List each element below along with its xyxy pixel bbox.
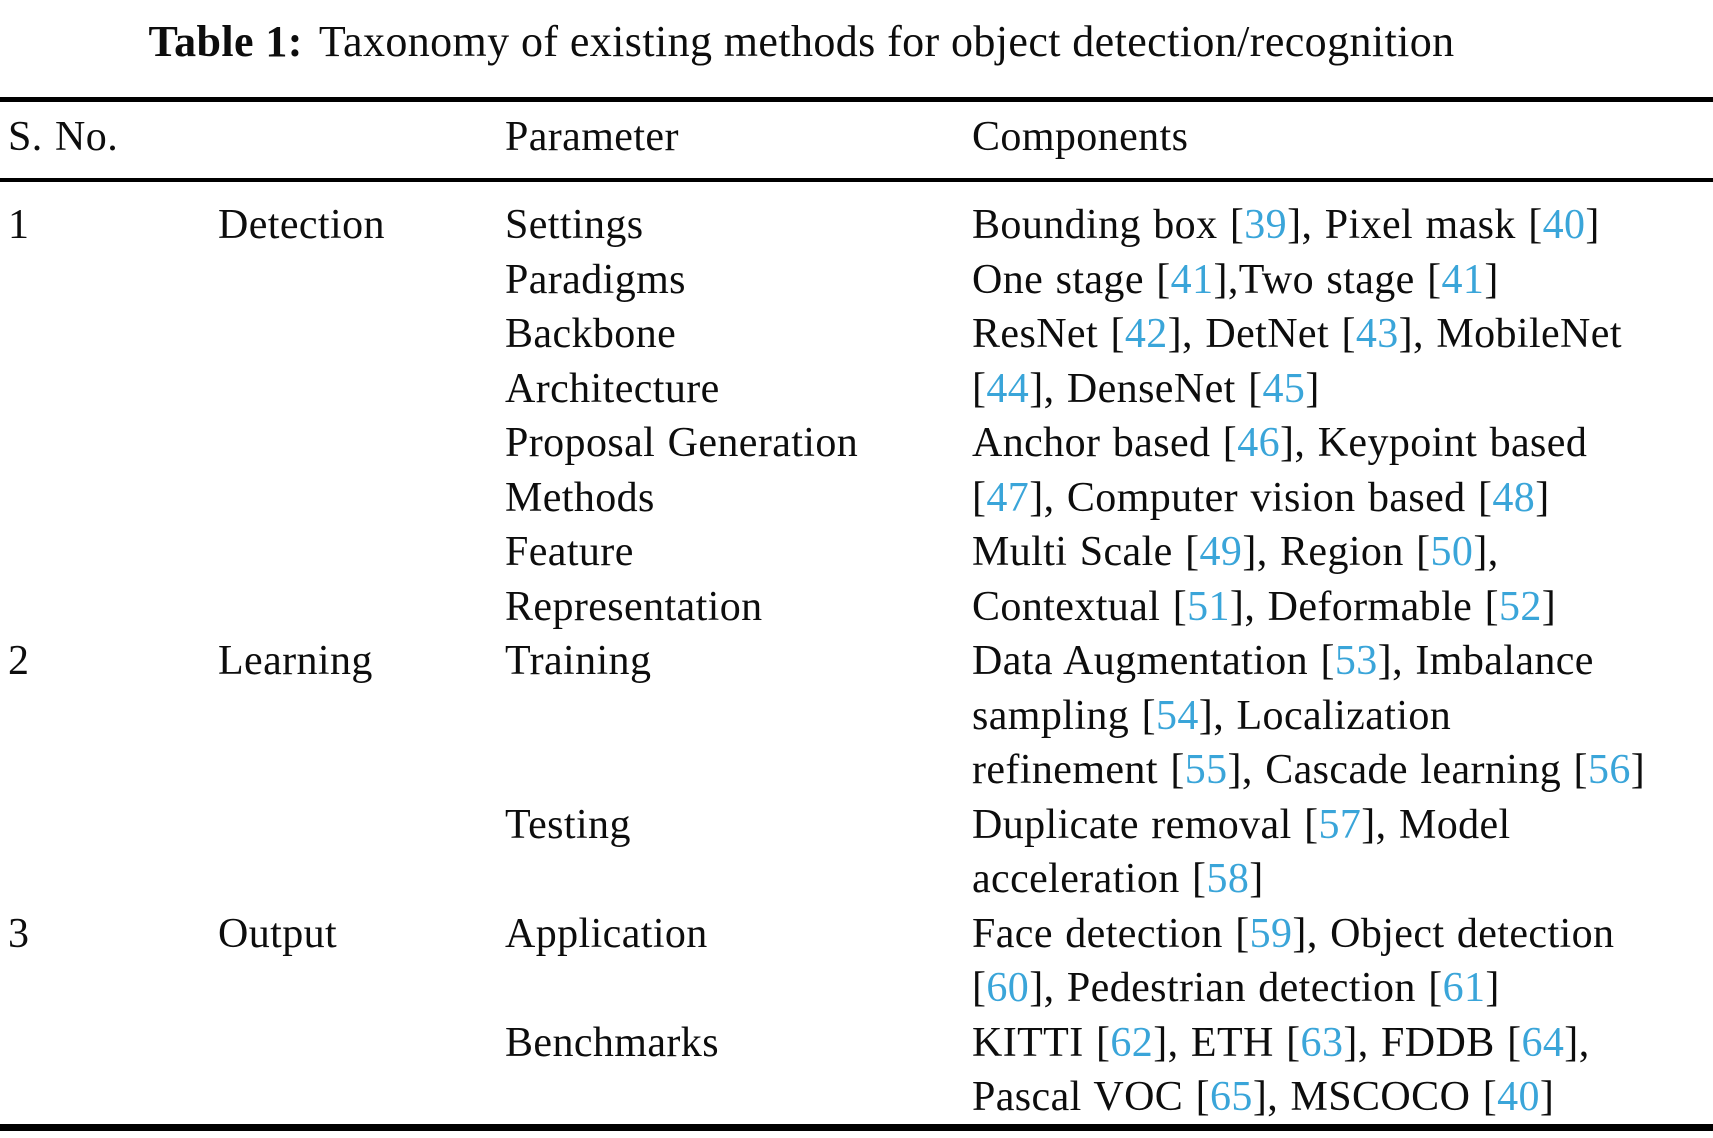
components-cell: [60], Pedestrian detection [61] — [972, 965, 1500, 1012]
components-cell: Duplicate removal [57], Model — [972, 801, 1511, 848]
table-row: [60], Pedestrian detection [61] — [8, 961, 1713, 1016]
citation-link[interactable]: 43 — [1355, 311, 1399, 358]
column-header-parameter: Parameter — [505, 114, 679, 161]
parameter-cell: Benchmarks — [505, 1019, 719, 1066]
citation-link[interactable]: 40 — [1542, 202, 1586, 249]
serial-cell: 2 — [8, 638, 30, 685]
table-caption-text: Taxonomy of existing methods for object … — [318, 17, 1455, 66]
top-rule — [0, 97, 1713, 102]
table-row: sampling [54], Localization — [8, 689, 1713, 744]
parameter-cell: Representation — [505, 583, 763, 630]
components-cell: ResNet [42], DetNet [43], MobileNet — [972, 311, 1622, 358]
citation-link[interactable]: 51 — [1187, 583, 1230, 630]
citation-link[interactable]: 46 — [1237, 420, 1280, 467]
parameter-cell: Testing — [505, 801, 631, 848]
parameter-cell: Feature — [505, 529, 634, 576]
parameter-cell: Paradigms — [505, 256, 686, 303]
components-cell: Face detection [59], Object detection — [972, 910, 1615, 957]
citation-link[interactable]: 39 — [1244, 202, 1288, 249]
header-rule — [0, 178, 1713, 182]
table-row: 2 Learning Training Data Augmentation [53],… — [8, 634, 1713, 689]
parameter-cell: Application — [505, 910, 708, 957]
table-body: 1 Detection Settings Bounding box [39], Pix… — [8, 198, 1713, 1125]
citation-link[interactable]: 45 — [1262, 365, 1306, 412]
components-cell: Anchor based [46], Keypoint based — [972, 420, 1588, 467]
citation-link[interactable]: 62 — [1110, 1019, 1154, 1066]
citation-link[interactable]: 42 — [1124, 311, 1168, 358]
citation-link[interactable]: 52 — [1498, 583, 1542, 630]
components-cell: KITTI [62], ETH [63], FDDB [64], — [972, 1019, 1590, 1066]
column-header-components: Components — [972, 114, 1189, 161]
parameter-cell: Training — [505, 638, 652, 685]
citation-link[interactable]: 55 — [1184, 747, 1228, 794]
table-row: Methods [47], Computer vision based [48] — [8, 471, 1713, 526]
components-cell: sampling [54], Localization — [972, 692, 1452, 739]
components-cell: Pascal VOC [65], MSCOCO [40] — [972, 1074, 1555, 1121]
citation-link[interactable]: 54 — [1155, 692, 1199, 739]
table-row: Representation Contextual [51], Deformabl… — [8, 580, 1713, 635]
table-row: Architecture [44], DenseNet [45] — [8, 362, 1713, 417]
table-row: Backbone ResNet [42], DetNet [43], Mobile… — [8, 307, 1713, 362]
citation-link[interactable]: 59 — [1249, 910, 1293, 957]
table-row: Paradigms One stage [41],Two stage [41] — [8, 253, 1713, 308]
components-cell: [47], Computer vision based [48] — [972, 474, 1550, 521]
components-cell: Multi Scale [49], Region [50], — [972, 529, 1499, 576]
parameter-cell: Backbone — [505, 311, 677, 358]
citation-link[interactable]: 50 — [1430, 529, 1474, 576]
citation-link[interactable]: 64 — [1521, 1019, 1565, 1066]
column-header-serial: S. No. — [8, 114, 119, 161]
table-row: acceleration [58] — [8, 852, 1713, 907]
citation-link[interactable]: 65 — [1210, 1074, 1253, 1121]
table-row: refinement [55], Cascade learning [56] — [8, 743, 1713, 798]
table-caption-label: Table 1: — [148, 17, 303, 66]
citation-link[interactable]: 60 — [986, 965, 1030, 1012]
table-row: Feature Multi Scale [49], Region [50], — [8, 525, 1713, 580]
citation-link[interactable]: 44 — [986, 365, 1030, 412]
citation-link[interactable]: 57 — [1318, 801, 1362, 848]
components-cell: One stage [41],Two stage [41] — [972, 256, 1499, 303]
citation-link[interactable]: 41 — [1170, 256, 1214, 303]
citation-link[interactable]: 56 — [1587, 747, 1631, 794]
category-cell: Detection — [218, 202, 385, 249]
table-row: Benchmarks KITTI [62], ETH [63], FDDB [64… — [8, 1016, 1713, 1071]
components-cell: refinement [55], Cascade learning [56] — [972, 747, 1646, 794]
citation-link[interactable]: 47 — [986, 474, 1030, 521]
components-cell: [44], DenseNet [45] — [972, 365, 1320, 412]
citation-link[interactable]: 63 — [1300, 1019, 1344, 1066]
table-row: Pascal VOC [65], MSCOCO [40] — [8, 1070, 1713, 1125]
components-cell: Bounding box [39], Pixel mask [40] — [972, 202, 1600, 249]
citation-link[interactable]: 53 — [1334, 638, 1378, 685]
components-cell: Data Augmentation [53], Imbalance — [972, 638, 1594, 685]
parameter-cell: Architecture — [505, 365, 720, 412]
components-cell: Contextual [51], Deformable [52] — [972, 583, 1557, 630]
serial-cell: 3 — [8, 910, 30, 957]
table-row: 3 Output Application Face detection [59], O… — [8, 907, 1713, 962]
citation-link[interactable]: 49 — [1199, 529, 1243, 576]
table-row: Testing Duplicate removal [57], Model — [8, 798, 1713, 853]
table-header-row: S. No. Parameter Components — [8, 110, 1713, 165]
citation-link[interactable]: 40 — [1497, 1074, 1540, 1121]
table-row: 1 Detection Settings Bounding box [39], Pix… — [8, 198, 1713, 253]
table-caption: Table 1: Taxonomy of existing methods for… — [0, 16, 1713, 67]
parameter-cell: Settings — [505, 202, 644, 249]
category-cell: Output — [218, 910, 338, 957]
serial-cell: 1 — [8, 202, 30, 249]
citation-link[interactable]: 61 — [1442, 965, 1486, 1012]
bottom-rule — [0, 1124, 1713, 1131]
citation-link[interactable]: 41 — [1441, 256, 1485, 303]
citation-link[interactable]: 48 — [1492, 474, 1536, 521]
parameter-cell: Proposal Generation — [505, 420, 859, 467]
parameter-cell: Methods — [505, 474, 655, 521]
table-row: Proposal Generation Anchor based [46], Ke… — [8, 416, 1713, 471]
components-cell: acceleration [58] — [972, 856, 1264, 903]
category-cell: Learning — [218, 638, 373, 685]
citation-link[interactable]: 58 — [1206, 856, 1250, 903]
